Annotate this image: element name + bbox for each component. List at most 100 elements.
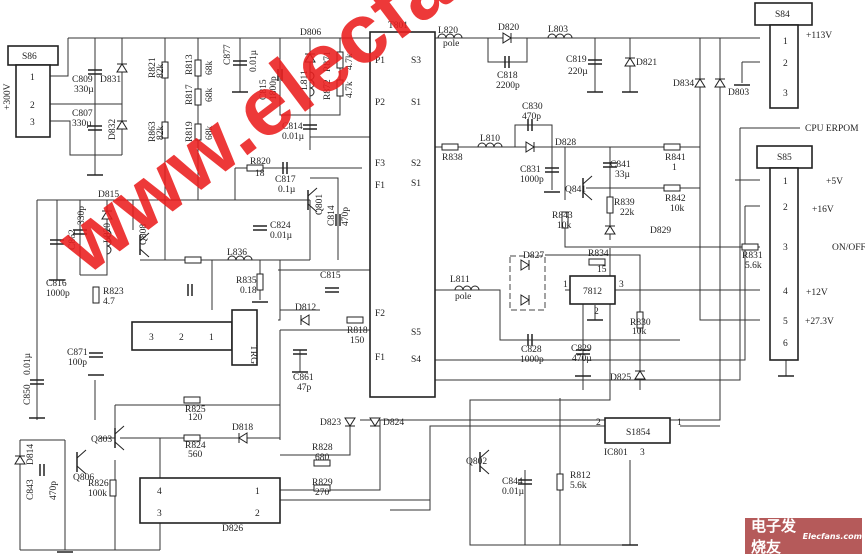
label-r812v: 5.6k [570, 481, 587, 491]
label-r819: R819 [185, 121, 195, 142]
label-d803: D803 [728, 88, 749, 98]
s86-connector [15, 64, 51, 138]
d831-diode [116, 63, 128, 73]
q801-transistor [307, 187, 318, 213]
coupling-capacitor [187, 284, 193, 296]
label-s86p1: 1 [30, 73, 35, 83]
label-c877v: 0.01µ [249, 49, 259, 72]
label-d824: D824 [383, 418, 404, 428]
q806-transistor [76, 449, 87, 475]
label-c829: C829 [571, 344, 592, 354]
label-c824v: 0.01µ [270, 231, 293, 241]
r818-resistor [346, 316, 364, 324]
l810-inductor [477, 142, 503, 148]
label-r813: R813 [185, 54, 195, 75]
t801-transformer-frame [369, 31, 436, 398]
label-d834: D834 [673, 79, 694, 89]
c815-lower-capacitor [325, 287, 339, 293]
label-d820: D820 [498, 23, 519, 33]
c818-capacitor [504, 56, 510, 68]
d832-diode [116, 120, 128, 130]
label-r842v: 10k [670, 204, 685, 214]
label-l803: L803 [548, 25, 568, 35]
label-s85p5: 5 [783, 317, 788, 327]
label-c831: C831 [520, 165, 541, 175]
r-bias-resistor [184, 256, 202, 264]
c829-capacitor [576, 349, 590, 355]
c807-capacitor [88, 125, 102, 131]
label-q801: Q801 [315, 194, 325, 215]
c871-capacitor [89, 352, 103, 358]
d820-diode [502, 32, 512, 44]
l820-inductor [437, 33, 463, 39]
label-r841v: 1 [672, 163, 677, 173]
label-v16: +16V [812, 205, 834, 215]
label-ic801: IC801 [604, 448, 628, 458]
label-r863: R863 [148, 121, 158, 142]
c814-470p-capacitor [335, 214, 341, 226]
label-c844v: 0.01µ [502, 487, 525, 497]
d806-diode [304, 53, 316, 63]
r813-resistor [194, 59, 202, 77]
label-c862: C862 [68, 229, 78, 250]
label-tf2: F2 [375, 309, 385, 319]
c828-capacitor [527, 334, 533, 346]
r821-resistor [161, 61, 169, 79]
label-l820a: L820 [438, 26, 458, 36]
c844-capacitor [518, 479, 532, 485]
label-l820b: L820 [103, 223, 113, 243]
label-c814bv: 470p [341, 207, 351, 226]
label-c809v: 330µ [74, 85, 94, 95]
label-c850: C850 [23, 384, 33, 405]
d828-diode-symbol [525, 141, 535, 153]
label-r819v: 68k [205, 126, 215, 141]
label-ts3: S3 [411, 56, 421, 66]
label-s86p2: 2 [30, 101, 35, 111]
label-s86: S86 [22, 52, 37, 62]
d814-diode [14, 455, 26, 465]
label-trgp2: 2 [179, 333, 184, 343]
label-c807: C807 [72, 109, 93, 119]
label-l811b: L811 [450, 275, 470, 285]
label-onoff: ON/OFF [832, 243, 865, 253]
label-s84p3: 3 [783, 89, 788, 99]
r872-resistor [336, 79, 344, 97]
d826-optocoupler [139, 477, 281, 524]
label-r823: R823 [103, 287, 124, 297]
label-l810: L810 [480, 134, 500, 144]
label-ts1a: S1 [411, 98, 421, 108]
d834-diode [694, 78, 706, 88]
label-ic: S1854 [626, 428, 651, 438]
label-c816: C816 [46, 279, 67, 289]
r828-resistor [313, 459, 331, 467]
label-r838: R838 [442, 153, 463, 163]
d827-diode-a [520, 259, 530, 271]
r843-resistor [561, 211, 569, 229]
label-r829v: 270 [315, 488, 330, 498]
label-ts1b: S1 [411, 179, 421, 189]
d824-diode [369, 417, 381, 427]
label-c829v: 470µ [572, 354, 592, 364]
c831-capacitor [545, 167, 559, 173]
r825-resistor [183, 396, 201, 404]
r830-resistor [636, 311, 644, 329]
label-d826: D826 [222, 524, 243, 534]
label-q808: Q808 [139, 224, 149, 245]
label-c815b: C815 [320, 271, 341, 281]
label-v273: +27.3V [805, 317, 834, 327]
label-d825: D825 [610, 373, 631, 383]
label-d827: D827 [523, 251, 544, 261]
q802-transistor [479, 449, 490, 475]
label-d818: D818 [232, 423, 253, 433]
label-c831v: 1000p [520, 175, 544, 185]
r817-resistor [194, 88, 202, 106]
label-c814a: C814 [282, 122, 303, 132]
r819-resistor [194, 123, 202, 141]
label-c828: C828 [521, 345, 542, 355]
c841-capacitor [603, 162, 617, 168]
r812-resistor [556, 473, 564, 491]
d815-diode [101, 210, 113, 220]
label-r820v: 18 [255, 169, 265, 179]
label-r820: R820 [250, 157, 271, 167]
